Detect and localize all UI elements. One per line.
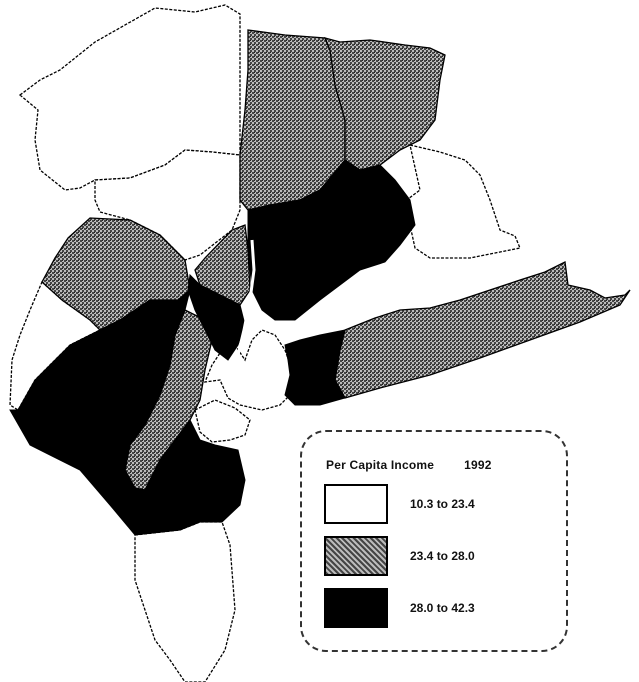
region-center-strip xyxy=(187,273,246,361)
region-west-county xyxy=(9,288,246,536)
region-long-island xyxy=(334,261,631,399)
region-nassau xyxy=(284,329,346,406)
map-legend: Per Capita Income 1992 10.3 to 23.4 23.4 … xyxy=(300,430,568,652)
region-westchester xyxy=(247,159,416,321)
high-income-regions xyxy=(9,159,416,536)
legend-title-text: Per Capita Income xyxy=(326,458,435,472)
region-harbor-land xyxy=(194,399,251,443)
region-east-county xyxy=(399,144,521,259)
legend-title: Per Capita Income 1992 xyxy=(326,458,492,472)
region-center-north xyxy=(194,224,251,306)
legend-label-mid: 23.4 to 28.0 xyxy=(410,549,475,563)
mid-income-regions xyxy=(41,29,631,491)
legend-year: 1992 xyxy=(464,458,492,472)
region-south-peninsula xyxy=(134,521,236,682)
legend-swatch-low xyxy=(324,484,388,524)
region-northwest-lower xyxy=(94,149,241,261)
water-features xyxy=(236,239,256,356)
region-northeast xyxy=(323,37,446,171)
legend-swatch-mid xyxy=(324,536,388,576)
legend-swatch-high xyxy=(324,588,388,628)
hudson-river xyxy=(236,239,256,356)
low-income-regions xyxy=(9,4,521,682)
legend-label-high: 28.0 to 42.3 xyxy=(410,601,475,615)
legend-label-low: 10.3 to 23.4 xyxy=(410,497,475,511)
